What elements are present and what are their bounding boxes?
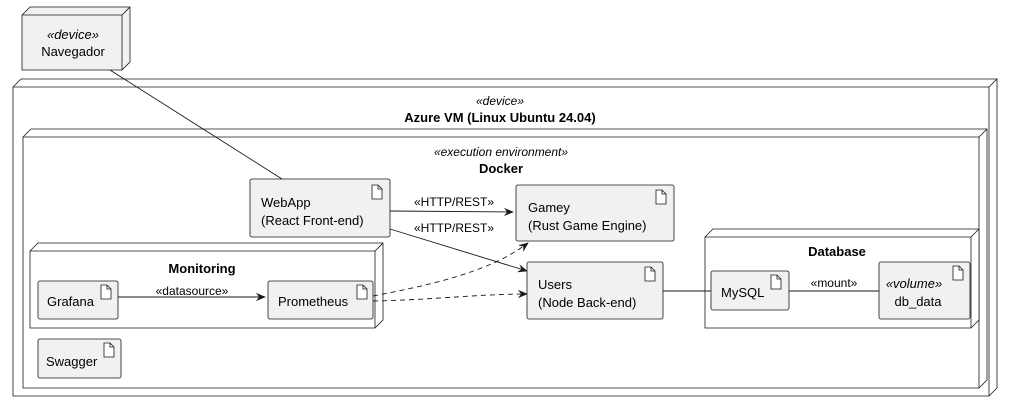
- edge-label-grafana-prometheus: «datasource»: [156, 284, 229, 298]
- users-name: Users: [538, 277, 572, 292]
- webapp-artifact[interactable]: WebApp (React Front-end): [249, 178, 391, 238]
- grafana-artifact[interactable]: Grafana: [37, 280, 119, 320]
- artifact-icon: [770, 274, 782, 290]
- azure-vm-stereotype: «device»: [476, 94, 524, 108]
- docker-stereotype: «execution environment»: [434, 145, 568, 159]
- mysql-artifact[interactable]: MySQL: [710, 270, 790, 311]
- monitoring-label: Monitoring: [168, 261, 235, 276]
- edge-prometheus-users: [372, 289, 528, 302]
- navegador-label: Navegador: [41, 44, 105, 59]
- docker-label: Docker: [479, 161, 523, 176]
- db-data-stereotype: «volume»: [886, 276, 942, 291]
- edge-label-webapp-gamey: «HTTP/REST»: [414, 195, 494, 209]
- users-description: (Node Back-end): [538, 295, 636, 310]
- swagger-artifact[interactable]: Swagger: [37, 338, 122, 379]
- prometheus-artifact[interactable]: Prometheus: [267, 280, 374, 320]
- azure-vm-label: Azure VM (Linux Ubuntu 24.04): [404, 110, 595, 125]
- webapp-description: (React Front-end): [261, 213, 364, 228]
- edge-label-mysql-dbdata: «mount»: [811, 276, 858, 290]
- users-artifact[interactable]: Users (Node Back-end): [526, 261, 664, 320]
- artifact-icon: [100, 284, 112, 300]
- mysql-label: MySQL: [721, 285, 764, 300]
- webapp-name: WebApp: [261, 195, 311, 210]
- edge-prometheus-gamey: [372, 242, 529, 297]
- artifact-icon: [644, 266, 656, 282]
- artifact-icon: [371, 184, 383, 200]
- db-data-artifact[interactable]: «volume» db_data: [878, 261, 971, 320]
- swagger-label: Swagger: [46, 354, 98, 369]
- edge-navegador-webapp: [109, 69, 283, 180]
- navegador-stereotype: «device»: [47, 27, 99, 42]
- edge-label-webapp-users: «HTTP/REST»: [414, 221, 494, 235]
- navegador-device[interactable]: «device» Navegador: [21, 6, 131, 71]
- gamey-name: Gamey: [528, 200, 570, 215]
- artifact-icon: [952, 265, 964, 281]
- artifact-icon: [655, 189, 667, 205]
- artifact-icon: [356, 284, 368, 300]
- database-label: Database: [808, 244, 866, 259]
- gamey-artifact[interactable]: Gamey (Rust Game Engine): [515, 184, 675, 242]
- prometheus-label: Prometheus: [278, 294, 349, 309]
- gamey-description: (Rust Game Engine): [528, 218, 647, 233]
- grafana-label: Grafana: [47, 294, 95, 309]
- artifact-icon: [103, 342, 115, 358]
- edge-webapp-users: [389, 228, 528, 273]
- edge-webapp-gamey: [389, 207, 514, 217]
- db-data-label: db_data: [895, 294, 943, 309]
